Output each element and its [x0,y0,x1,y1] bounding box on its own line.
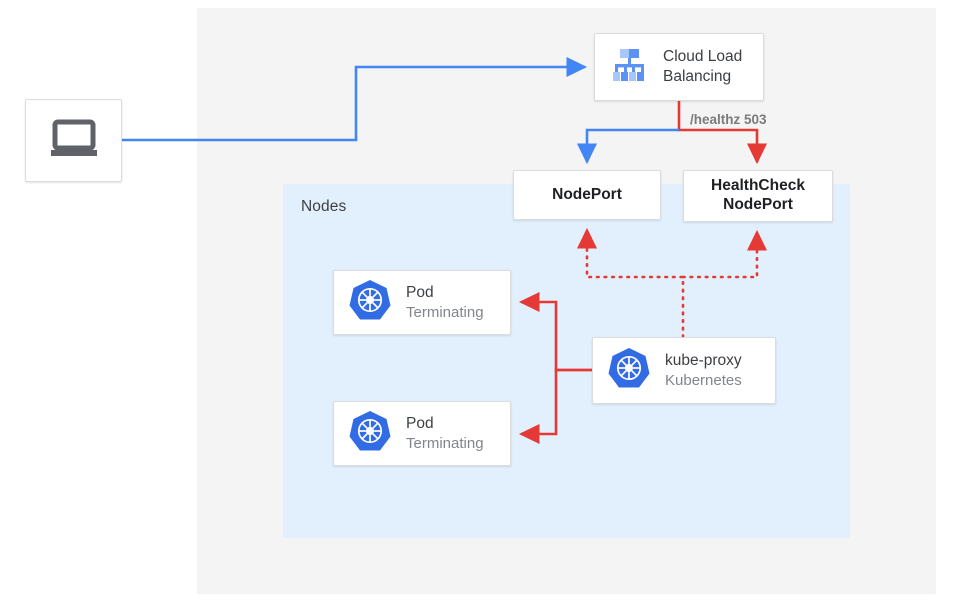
kubernetes-icon [348,278,392,327]
kube-proxy-subtitle: Kubernetes [665,371,742,389]
kube-proxy-title: kube-proxy [665,351,742,369]
healthz-status-label: /healthz 503 [690,112,767,127]
cloud-load-balancing-node: Cloud Load Balancing [594,33,764,101]
nodeport-label: NodePort [552,185,622,203]
pod-status: Terminating [406,303,484,321]
nodeport-node: NodePort [513,170,661,220]
pod-node-2: Pod Terminating [333,401,511,466]
client-node [25,99,122,182]
laptop-icon [47,117,101,164]
kubernetes-icon [348,409,392,458]
cloud-load-balancing-title-line1: Cloud Load [663,47,743,65]
nodes-region-label: Nodes [301,198,347,215]
healthcheck-nodeport-label-line2: NodePort [723,196,793,213]
kube-proxy-node: kube-proxy Kubernetes [592,337,776,404]
pod-title: Pod [406,414,434,432]
healthcheck-nodeport-node: HealthCheck NodePort [683,170,833,222]
cloud-load-balancing-title-line2: Balancing [663,68,732,85]
pod-status: Terminating [406,434,484,452]
kubernetes-icon [607,346,651,395]
healthcheck-nodeport-label-line1: HealthCheck [711,177,805,195]
pod-title: Pod [406,283,434,301]
pod-node-1: Pod Terminating [333,270,511,335]
cloud-load-balancing-icon [609,45,649,90]
